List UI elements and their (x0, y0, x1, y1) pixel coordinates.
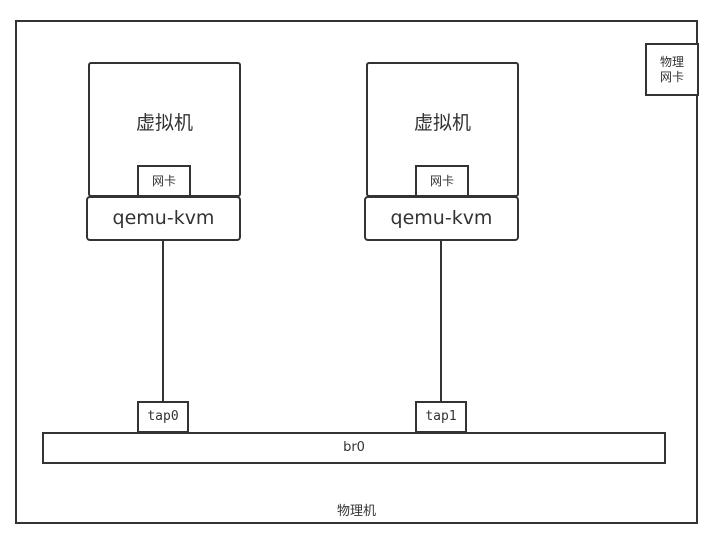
tap1-box[interactable]: tap1 (415, 401, 467, 433)
tap1-label: tap1 (425, 408, 457, 424)
physical-nic-label-line2: 网卡 (659, 69, 684, 84)
bridge-br0-label: br0 (343, 439, 365, 455)
tap0-box[interactable]: tap0 (137, 401, 189, 433)
physical-nic-label-line1: 物理 (659, 54, 684, 69)
connector-qemu1-to-tap0 (162, 240, 164, 412)
vm-nic-label-1: 网卡 (151, 173, 176, 188)
qemu-kvm-box-1[interactable]: qemu-kvm (86, 196, 241, 241)
host-machine-label: 物理机 (336, 504, 376, 519)
vm-nic-box-1[interactable]: 网卡 (137, 165, 191, 197)
qemu-kvm-label-2: qemu-kvm (390, 206, 493, 229)
vm-label-1: 虚拟机 (135, 112, 193, 134)
bridge-br0-bar[interactable]: br0 (42, 432, 666, 464)
qemu-kvm-label-1: qemu-kvm (112, 206, 215, 229)
tap0-label: tap0 (147, 408, 179, 424)
vm-label-2: 虚拟机 (413, 112, 471, 134)
qemu-kvm-box-2[interactable]: qemu-kvm (364, 196, 519, 241)
connector-qemu2-to-tap1 (440, 240, 442, 412)
vm-nic-label-2: 网卡 (429, 173, 454, 188)
physical-nic-box[interactable]: 物理 网卡 (645, 43, 699, 96)
vm-nic-box-2[interactable]: 网卡 (415, 165, 469, 197)
